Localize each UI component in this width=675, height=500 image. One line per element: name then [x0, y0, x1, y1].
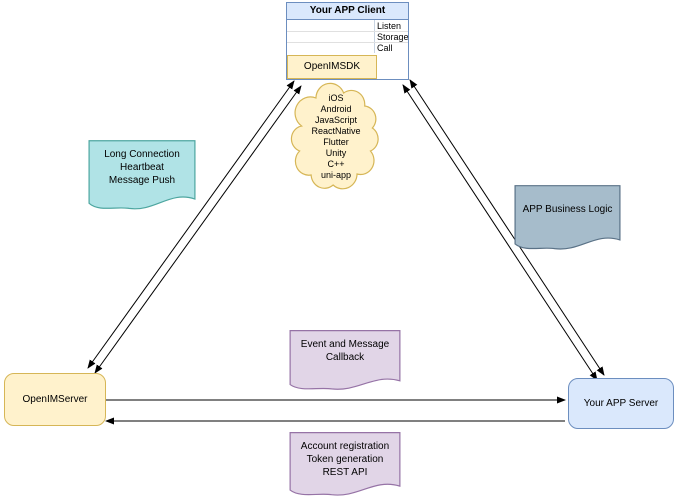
edge-appserver-client-2 — [409, 79, 605, 376]
platforms-list: iOS Android JavaScript ReactNative Flutt… — [292, 84, 380, 190]
platform-javascript: JavaScript — [314, 115, 358, 125]
note-line: REST API — [322, 467, 368, 478]
note-long-connection-text: Long Connection Heartbeat Message Push — [88, 140, 196, 187]
client-box-divider — [374, 20, 375, 53]
cloud-shape — [292, 84, 380, 190]
note-line: Event and Message — [300, 339, 390, 350]
note-event-callback-text: Event and Message Callback — [289, 330, 401, 364]
platform-ios: iOS — [328, 93, 344, 103]
platform-uniapp: uni-app — [320, 170, 352, 180]
platform-reactnative: ReactNative — [311, 126, 361, 136]
openimsdk-label: OpenIMSDK — [303, 61, 361, 72]
note-line: Token generation — [306, 454, 384, 465]
platform-unity: Unity — [325, 148, 347, 158]
openimserver-label: OpenIMServer — [22, 394, 88, 405]
client-box-rowline-2 — [287, 42, 408, 43]
note-account-api-text: Account registration Token generation RE… — [289, 432, 401, 479]
note-line: Account registration — [300, 441, 390, 452]
client-box-rowline-1 — [287, 31, 408, 32]
note-shape — [514, 185, 621, 252]
note-event-callback: Event and Message Callback — [289, 330, 401, 392]
note-line: Heartbeat — [120, 162, 164, 173]
note-app-business-logic-text: APP Business Logic — [514, 185, 621, 216]
platform-android: Android — [320, 104, 352, 114]
note-line: Callback — [325, 352, 365, 363]
note-app-business-logic: APP Business Logic — [514, 185, 621, 252]
note-long-connection: Long Connection Heartbeat Message Push — [88, 140, 196, 212]
client-row-call: Call — [377, 43, 393, 53]
client-row-storage: Storage — [377, 32, 409, 42]
openimserver-box: OpenIMServer — [4, 373, 106, 426]
client-box-body: Listen Storage Call OpenIMSDK — [287, 20, 409, 79]
note-line: Message Push — [108, 175, 176, 186]
client-row-listen: Listen — [377, 21, 402, 31]
your-app-server-box: Your APP Server — [568, 378, 674, 429]
note-line: APP Business Logic — [522, 204, 613, 215]
note-account-api: Account registration Token generation RE… — [289, 432, 401, 498]
platform-flutter: Flutter — [323, 137, 349, 147]
note-shape — [289, 330, 401, 392]
platforms-cloud: iOS Android JavaScript ReactNative Flutt… — [292, 84, 380, 190]
your-app-server-label: Your APP Server — [583, 398, 659, 409]
edge-openimserver-client-1 — [87, 80, 295, 369]
note-shape — [88, 140, 196, 212]
note-shape — [289, 432, 401, 498]
your-app-client-box: Your APP Client Listen Storage Call Open… — [286, 2, 409, 80]
openimsdk-box: OpenIMSDK — [287, 55, 377, 79]
client-box-title: Your APP Client — [287, 3, 408, 20]
note-line: Long Connection — [104, 149, 180, 160]
platform-cpp: C++ — [327, 159, 345, 169]
client-box-row-labels: Listen Storage Call — [377, 21, 409, 54]
edge-openimserver-client-2 — [94, 85, 302, 374]
